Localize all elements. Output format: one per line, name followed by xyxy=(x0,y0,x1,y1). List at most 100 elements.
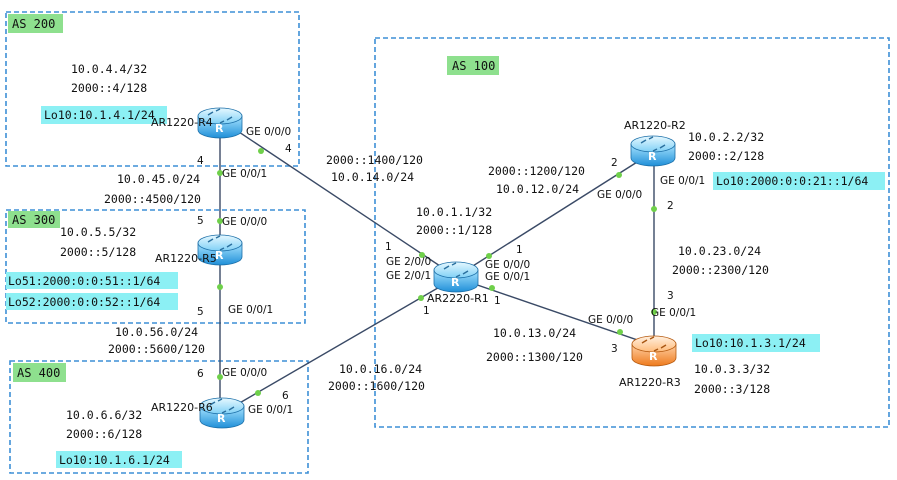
r3-if-ge000: GE 0/0/0 xyxy=(588,314,633,326)
router-icon: R xyxy=(630,135,676,167)
as400-label: AS 400 xyxy=(17,366,60,380)
r4-if-num-r1: 4 xyxy=(285,143,292,155)
router-r5[interactable]: R xyxy=(197,234,243,266)
r1-if-num-r2: 1 xyxy=(516,244,523,256)
r6-loopback-v4: 10.0.6.6/32 xyxy=(66,408,142,422)
port-dot xyxy=(419,252,425,258)
r6-if-ge001: GE 0/0/1 xyxy=(248,404,293,416)
r1-if-ge201: GE 2/0/1 xyxy=(386,270,431,282)
r3-if-num-r1: 3 xyxy=(611,343,618,355)
r4-if-ge001: GE 0/0/1 xyxy=(222,168,267,180)
router-icon: R xyxy=(197,234,243,266)
router-r6-name: AR1220-R6 xyxy=(151,401,213,414)
r3-if-num-r2: 3 xyxy=(667,290,674,302)
r1-if-num-r3: 1 xyxy=(494,295,501,307)
link-r6-r1-v6: 2000::1600/120 xyxy=(328,379,425,393)
r2-loopback-v6: 2000::2/128 xyxy=(688,149,764,163)
link-r1-r3-v4: 10.0.13.0/24 xyxy=(493,326,576,340)
r3-lo10: Lo10:10.1.3.1/24 xyxy=(695,336,806,350)
r2-if-num-r1: 2 xyxy=(611,157,618,169)
svg-text:R: R xyxy=(215,249,224,262)
link-r4-r1[interactable] xyxy=(223,121,456,277)
svg-text:R: R xyxy=(215,122,224,135)
link-r1-r2-v6: 2000::1200/120 xyxy=(488,164,585,178)
r4-if-num-r5: 4 xyxy=(197,155,204,167)
port-dot xyxy=(255,390,261,396)
r2-if-ge001: GE 0/0/1 xyxy=(660,175,705,187)
router-icon: R xyxy=(433,261,479,293)
router-r4[interactable]: R xyxy=(197,107,243,139)
router-r5-name: AR1220-R5 xyxy=(155,252,217,265)
r2-if-ge000: GE 0/0/0 xyxy=(597,189,642,201)
router-icon: R xyxy=(197,107,243,139)
r1-loopback-v6: 2000::1/128 xyxy=(416,223,492,237)
link-r4-r5-v6: 2000::4500/120 xyxy=(104,192,201,206)
svg-text:R: R xyxy=(217,412,226,425)
r3-if-ge001: GE 0/0/1 xyxy=(651,307,696,319)
port-dot xyxy=(418,295,424,301)
router-r3[interactable]: R xyxy=(631,335,677,367)
router-icon: R xyxy=(199,397,245,429)
as100-box xyxy=(374,37,890,428)
svg-text:R: R xyxy=(649,350,658,363)
port-dot xyxy=(217,170,223,176)
r6-lo10: Lo10:10.1.6.1/24 xyxy=(59,453,170,467)
port-dot xyxy=(489,285,495,291)
r5-lo52: Lo52:2000:0:0:52::1/64 xyxy=(8,295,160,309)
r4-lo10: Lo10:10.1.4.1/24 xyxy=(44,108,155,122)
router-r2[interactable]: R xyxy=(630,135,676,167)
link-r4-r5-v4: 10.0.45.0/24 xyxy=(117,172,200,186)
r1-if-num-r6: 1 xyxy=(423,305,430,317)
port-dot xyxy=(486,253,492,259)
router-r4-name: AR1220-R4 xyxy=(151,116,213,129)
router-r3-name: AR1220-R3 xyxy=(619,376,681,389)
as300-label: AS 300 xyxy=(12,213,55,227)
svg-text:R: R xyxy=(648,150,657,163)
r5-lo51: Lo51:2000:0:0:51::1/64 xyxy=(8,274,160,288)
r1-loopback-v4: 10.0.1.1/32 xyxy=(416,205,492,219)
r5-if-num-r6: 5 xyxy=(197,306,204,318)
link-r1-r3-v6: 2000::1300/120 xyxy=(486,350,583,364)
link-r5-r6-v6: 2000::5600/120 xyxy=(108,342,205,356)
r5-if-num-r4: 5 xyxy=(197,215,204,227)
link-r5-r6-v4: 10.0.56.0/24 xyxy=(115,325,198,339)
port-dot xyxy=(217,374,223,380)
r6-if-num-r5: 6 xyxy=(197,368,204,380)
as300-box xyxy=(5,209,306,324)
router-icon: R xyxy=(631,335,677,367)
link-r1-r2-v4: 10.0.12.0/24 xyxy=(496,182,579,196)
router-r1[interactable]: R xyxy=(433,261,479,293)
link-r2-r3-v6: 2000::2300/120 xyxy=(672,263,769,277)
r6-loopback-v6: 2000::6/128 xyxy=(66,427,142,441)
as100-label: AS 100 xyxy=(452,59,495,73)
port-dot xyxy=(617,329,623,335)
r1-if-ge001: GE 0/0/1 xyxy=(485,271,530,283)
port-dot xyxy=(258,148,264,154)
r1-if-ge000: GE 0/0/0 xyxy=(485,259,530,271)
link-r6-r1[interactable] xyxy=(223,277,456,413)
as200-label: AS 200 xyxy=(12,17,55,31)
router-r2-name: AR1220-R2 xyxy=(624,119,686,132)
r6-if-num-r1: 6 xyxy=(282,390,289,402)
port-dot xyxy=(616,172,622,178)
link-r4-r1-v4: 10.0.14.0/24 xyxy=(331,170,414,184)
router-r6[interactable]: R xyxy=(199,397,245,429)
r5-if-ge001: GE 0/0/1 xyxy=(228,304,273,316)
r4-loopback-v4: 10.0.4.4/32 xyxy=(71,62,147,76)
r4-if-ge000: GE 0/0/0 xyxy=(246,126,291,138)
link-r6-r1-v4: 10.0.16.0/24 xyxy=(339,362,422,376)
port-dot xyxy=(651,206,657,212)
port-dot xyxy=(651,309,657,315)
link-r2-r3-v4: 10.0.23.0/24 xyxy=(678,244,761,258)
r1-if-ge200: GE 2/0/0 xyxy=(386,256,431,268)
link-r4-r1-v6: 2000::1400/120 xyxy=(326,153,423,167)
r3-loopback-v4: 10.0.3.3/32 xyxy=(694,362,770,376)
svg-text:R: R xyxy=(451,276,460,289)
r2-loopback-v4: 10.0.2.2/32 xyxy=(688,130,764,144)
as200-box xyxy=(5,11,300,167)
router-r1-name: AR2220-R1 xyxy=(427,292,489,305)
r5-loopback-v6: 2000::5/128 xyxy=(60,245,136,259)
r2-if-num-r3: 2 xyxy=(667,200,674,212)
r5-loopback-v4: 10.0.5.5/32 xyxy=(60,225,136,239)
